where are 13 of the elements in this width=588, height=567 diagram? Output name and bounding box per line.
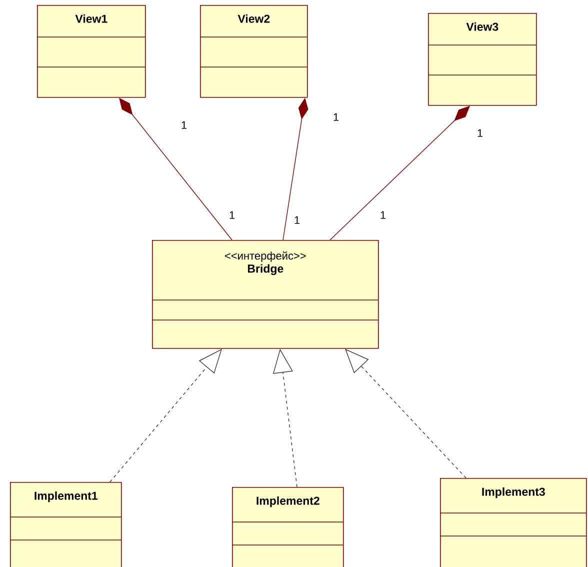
class-box: <<интерфейс>> Bridge [152, 240, 379, 349]
multiplicity-label: 1 [478, 129, 483, 137]
multiplicity-label: 1 [380, 211, 386, 219]
class-box: View1 [36, 5, 146, 98]
class-box: View2 [200, 5, 308, 98]
class-box: Implement2 [232, 487, 344, 567]
class-box: Implement1 [10, 482, 122, 567]
class-box: Implement3 [440, 478, 587, 567]
multiplicity-label: 1 [334, 113, 339, 121]
class-box: View3 [428, 13, 537, 106]
multiplicity-label: 1 [230, 211, 235, 219]
multiplicity-label: 1 [182, 121, 187, 129]
multiplicity-label: 1 [294, 216, 300, 224]
